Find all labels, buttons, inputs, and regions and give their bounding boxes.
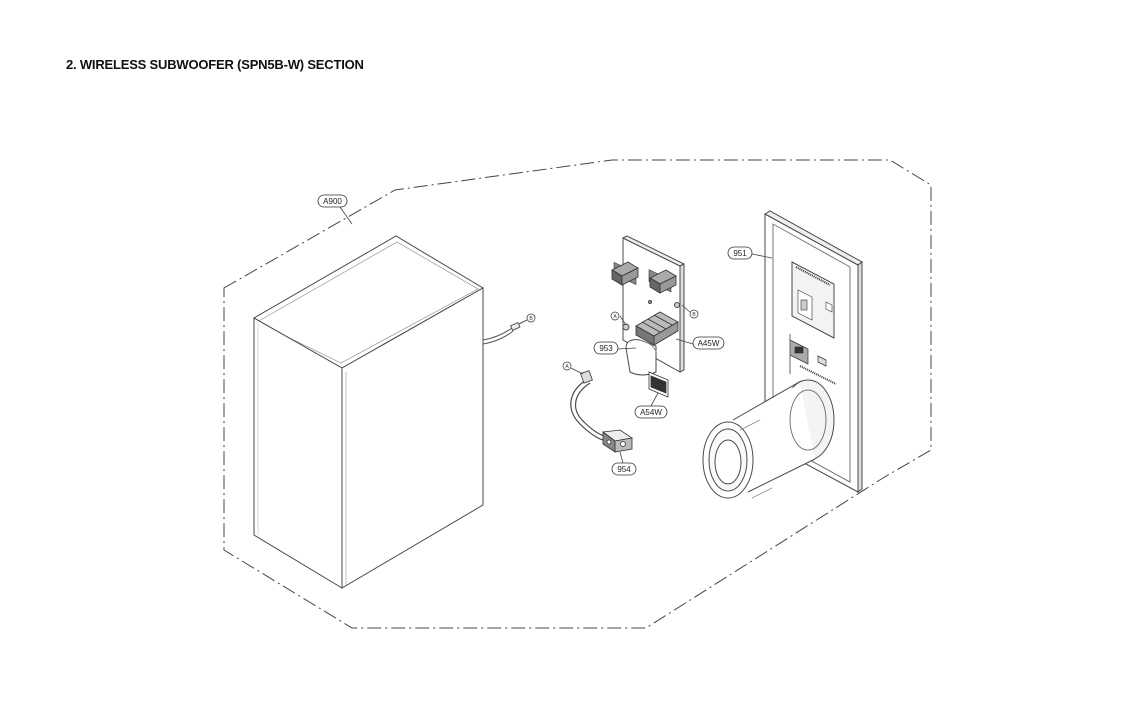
connector-b-label: B bbox=[529, 316, 533, 322]
section-boundary bbox=[223, 159, 932, 629]
callout-953: 953 bbox=[593, 341, 619, 355]
connector-mark-a-cable: A bbox=[562, 361, 572, 371]
connector-a-label: A bbox=[613, 314, 617, 320]
callout-954-label: 954 bbox=[617, 465, 631, 474]
connector-mark-b-cabinet: B bbox=[526, 313, 536, 323]
connector-a-label: A bbox=[565, 364, 569, 370]
cabinet-wire bbox=[482, 319, 528, 345]
callout-a54w-label: A54W bbox=[640, 408, 662, 417]
callout-951: 951 bbox=[727, 246, 753, 260]
callout-951-label: 951 bbox=[733, 249, 747, 258]
board-a45w bbox=[611, 235, 686, 373]
callout-954: 954 bbox=[611, 462, 637, 476]
connector-mark-b-board: B bbox=[689, 309, 699, 319]
cable-954 bbox=[570, 370, 634, 453]
callout-a900: A900 bbox=[317, 194, 348, 208]
cabinet-a900 bbox=[252, 235, 484, 589]
module-a54w bbox=[648, 371, 669, 398]
callout-a54w: A54W bbox=[634, 405, 668, 419]
callout-a45w: A45W bbox=[692, 336, 725, 350]
leader-lines bbox=[339, 206, 773, 464]
callout-a900-label: A900 bbox=[323, 197, 342, 206]
part-953 bbox=[625, 339, 657, 376]
connector-b-label: B bbox=[692, 312, 696, 318]
section-title: 2. WIRELESS SUBWOOFER (SPN5B-W) SECTION bbox=[66, 57, 364, 72]
callout-953-label: 953 bbox=[599, 344, 613, 353]
port-tube bbox=[702, 379, 835, 499]
callout-a45w-label: A45W bbox=[698, 339, 720, 348]
connector-mark-a-board: A bbox=[610, 311, 620, 321]
